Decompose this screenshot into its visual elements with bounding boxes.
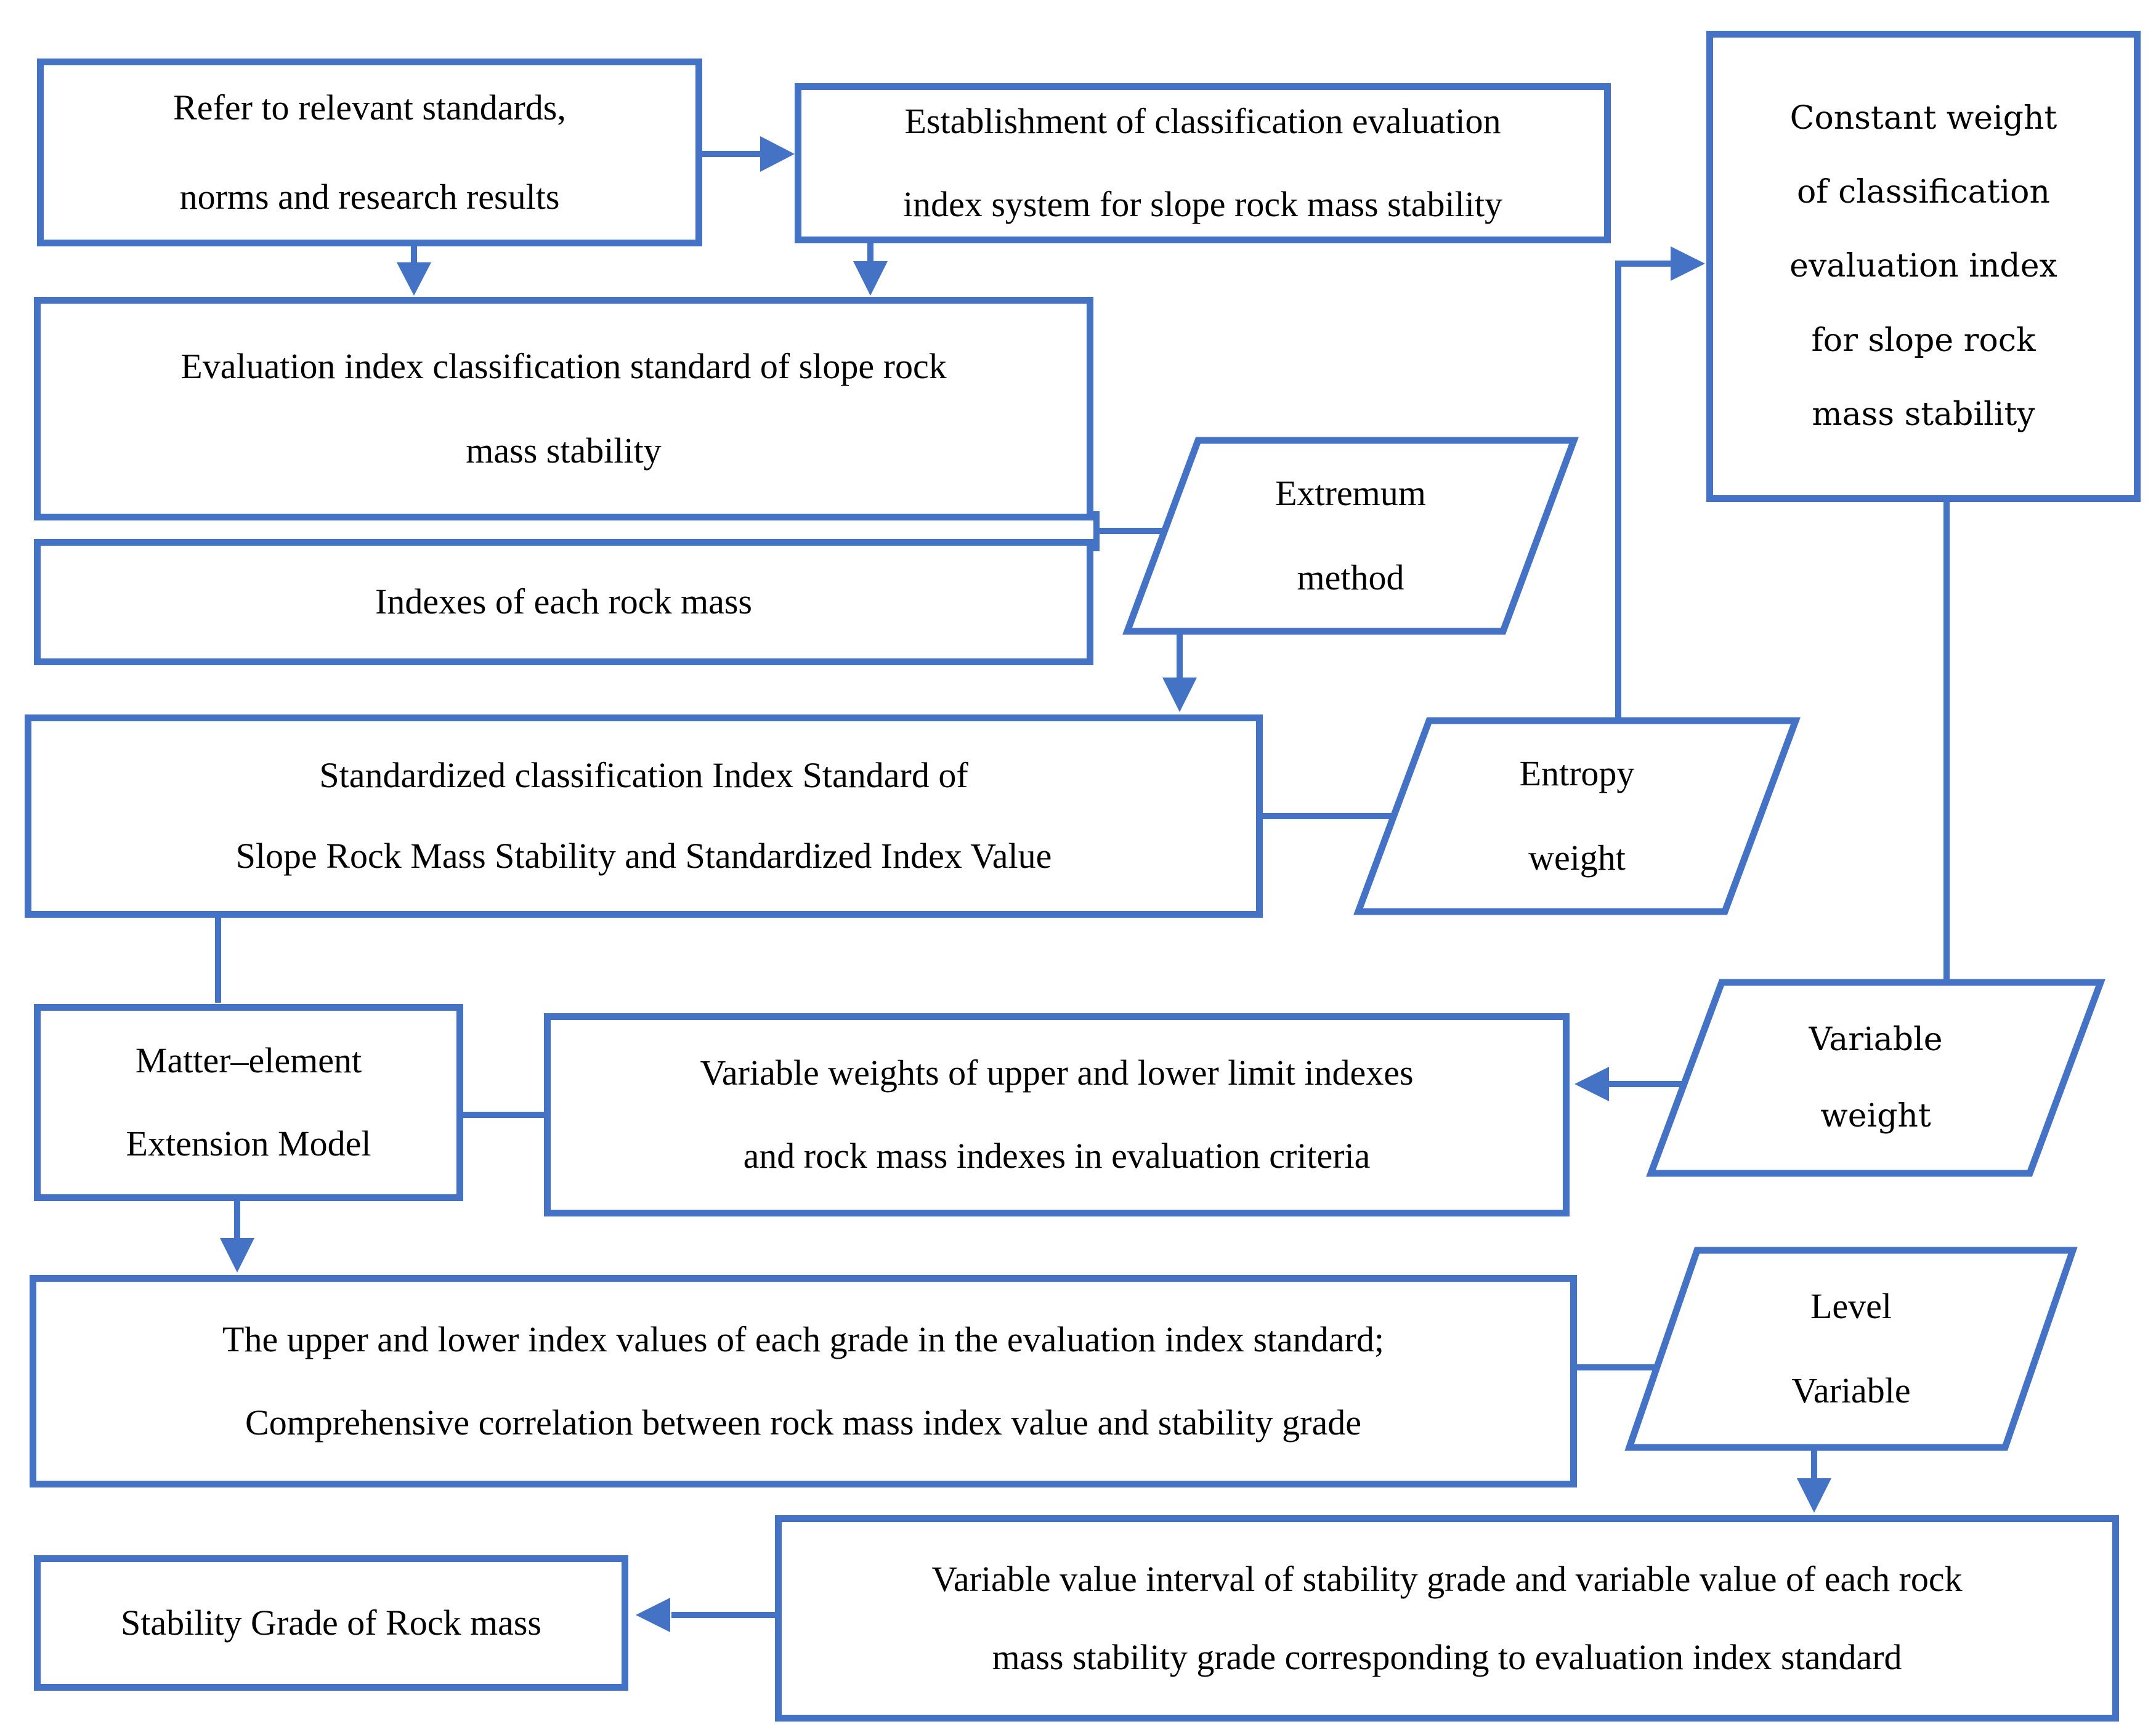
node-variable-weights-limits: Variable weights of upper and lower limi… xyxy=(544,1013,1570,1216)
node-constant-weight: Constant weight of classification evalua… xyxy=(1706,31,2141,502)
node-text-line: and rock mass indexes in evaluation crit… xyxy=(743,1136,1371,1176)
node-text-line: Establishment of classification evaluati… xyxy=(904,101,1501,142)
arrowhead-establish-down xyxy=(853,261,888,296)
node-text-line: method xyxy=(1297,557,1404,597)
node-standardized-index: Standardized classification Index Standa… xyxy=(25,714,1263,918)
node-text-line: Matter–element xyxy=(135,1040,362,1081)
node-matter-element-model: Matter–element Extension Model xyxy=(34,1004,463,1201)
arrowhead-interval-to-stability xyxy=(636,1598,670,1632)
connector-entropy-to-constant xyxy=(1615,261,1673,721)
node-text-line: mass stability xyxy=(1812,395,2035,433)
node-text-line: Comprehensive correlation between rock m… xyxy=(245,1402,1361,1443)
node-text-line: weight xyxy=(1528,838,1626,878)
node-text-line: Variable weights of upper and lower limi… xyxy=(700,1053,1414,1093)
node-entropy-weight: Entropy weight xyxy=(1429,721,1725,912)
node-extremum-method: Extremum method xyxy=(1198,440,1503,631)
node-variable-weight: Variable weight xyxy=(1722,982,2030,1173)
node-establish-index-system: Establishment of classification evaluati… xyxy=(795,83,1611,243)
node-text-line: Stability Grade of Rock mass xyxy=(120,1602,541,1643)
node-text-line: for slope rock xyxy=(1811,322,2036,359)
node-text-line: Extremum xyxy=(1275,473,1426,514)
node-variable-value-interval: Variable value interval of stability gra… xyxy=(775,1515,2119,1722)
node-text-line: of classification xyxy=(1797,174,2050,211)
node-text-line: norms and research results xyxy=(179,176,560,217)
arrowhead-matter-down xyxy=(220,1238,254,1273)
node-refer-standards: Refer to relevant standards, norms and r… xyxy=(37,59,702,246)
node-text-line: Variable value interval of stability gra… xyxy=(931,1558,1963,1599)
node-text-line: Standardized classification Index Standa… xyxy=(319,755,968,796)
arrowhead-extremum-down xyxy=(1162,678,1197,712)
arrowhead-refer-down xyxy=(397,262,431,296)
node-text-line: Constant weight xyxy=(1789,99,2057,137)
node-text-line: evaluation index xyxy=(1789,248,2057,285)
node-text-line: Extension Model xyxy=(126,1123,371,1163)
node-text-line: Indexes of each rock mass xyxy=(375,581,752,622)
node-text-line: Refer to relevant standards, xyxy=(173,87,566,127)
node-text-line: Variable xyxy=(1791,1370,1911,1410)
node-text-line: Evaluation index classification standard… xyxy=(180,346,947,386)
parallelogram-entropy-weight xyxy=(1353,717,1801,915)
arrowhead-levelvar-down xyxy=(1797,1478,1831,1513)
node-level-variable: Level Variable xyxy=(1697,1250,2005,1447)
node-text-line: mass stability xyxy=(466,430,662,471)
node-upper-lower-values: The upper and lower index values of each… xyxy=(30,1275,1577,1487)
parallelogram-variable-weight xyxy=(1646,979,2105,1177)
parallelogram-level-variable xyxy=(1624,1247,2078,1451)
node-text-line: Variable xyxy=(1809,1021,1943,1058)
node-classification-standard: Evaluation index classification standard… xyxy=(34,297,1093,520)
arrowhead-varweight-left xyxy=(1574,1067,1609,1101)
node-stability-grade: Stability Grade of Rock mass xyxy=(34,1555,628,1691)
node-text-line: index system for slope rock mass stabili… xyxy=(903,184,1502,224)
node-text-line: mass stability grade corresponding to ev… xyxy=(992,1637,1902,1677)
arrowhead-refer-to-establish xyxy=(760,136,795,172)
node-text-line: weight xyxy=(1820,1098,1931,1135)
node-text-line: Entropy xyxy=(1519,753,1635,794)
arrowhead-entropy-to-constant xyxy=(1671,246,1705,281)
node-text-line: Level xyxy=(1810,1286,1892,1327)
parallelogram-extremum-method xyxy=(1122,437,1579,635)
node-text-line: Slope Rock Mass Stability and Standardiz… xyxy=(235,836,1052,876)
node-text-line: The upper and lower index values of each… xyxy=(222,1319,1384,1359)
node-rock-mass-indexes: Indexes of each rock mass xyxy=(34,539,1093,665)
